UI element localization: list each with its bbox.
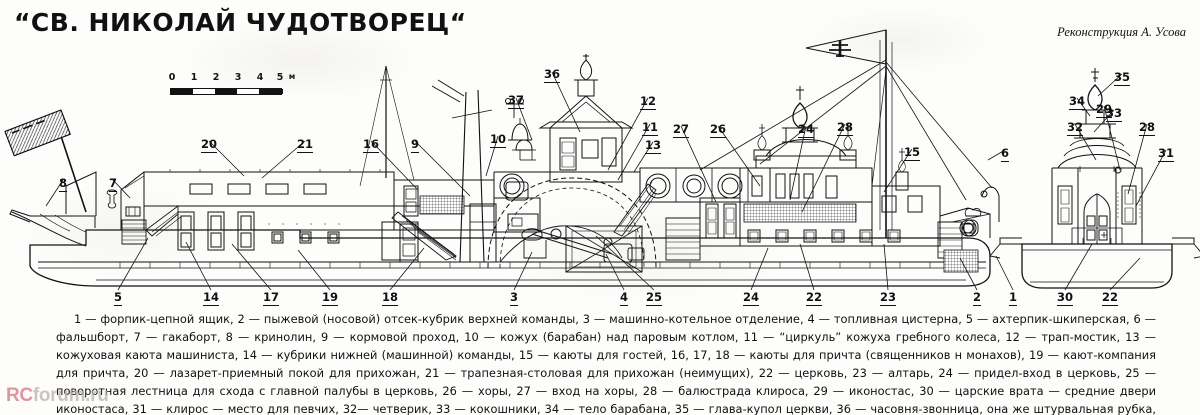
scale-tick-0: 0	[168, 72, 176, 83]
callout-24-upper: 24	[797, 122, 815, 138]
callout-25: 25	[645, 290, 663, 306]
callout-36: 36	[543, 67, 561, 83]
ship-drawing-svg	[4, 29, 1200, 289]
scale-tick-5: 5	[276, 72, 284, 83]
callout-15: 15	[903, 145, 921, 161]
callout-28-section: 28	[1138, 120, 1156, 136]
callout-9: 9	[410, 137, 420, 153]
callout-3: 3	[509, 290, 519, 306]
callout-2: 2	[972, 290, 982, 306]
callout-33: 33	[1105, 106, 1123, 122]
callout-7: 7	[108, 176, 118, 192]
scale-unit-label: м	[288, 72, 296, 81]
callout-31: 31	[1157, 146, 1175, 162]
callout-16: 16	[362, 137, 380, 153]
scale-tick-4: 4	[256, 72, 264, 83]
ship-technical-drawing	[4, 29, 1200, 289]
watermark-rc: RC	[6, 385, 33, 406]
callout-18: 18	[381, 290, 399, 306]
callout-4: 4	[619, 290, 629, 306]
callout-22: 22	[805, 290, 823, 306]
callout-13: 13	[644, 138, 662, 154]
callout-17: 17	[262, 290, 280, 306]
callout-22-section: 22	[1101, 290, 1119, 306]
callout-8: 8	[58, 176, 68, 192]
callout-35: 35	[1113, 70, 1131, 86]
callout-19: 19	[321, 290, 339, 306]
callout-34: 34	[1068, 94, 1086, 110]
callout-32: 32	[1066, 120, 1084, 136]
callout-24: 24	[742, 290, 760, 306]
page-title: “СВ. НИКОЛАЙ ЧУДОТВОРЕЦ“	[14, 8, 467, 37]
callout-21: 21	[296, 137, 314, 153]
callout-1: 1	[1008, 290, 1018, 306]
scale-tick-2: 2	[212, 72, 220, 83]
credit-line: Реконструкция А. Усова	[1057, 25, 1186, 39]
watermark-forum: forum.ru	[32, 385, 109, 406]
callout-12: 12	[639, 94, 657, 110]
site-watermark: RCforum.ru	[6, 385, 109, 407]
scale-bar-ticks: 0 1 2 3 4 5 м	[168, 72, 296, 85]
callout-6: 6	[1000, 146, 1010, 162]
legend-caption: 1 — форпик-цепной ящик, 2 — пыжевой (нос…	[56, 310, 1156, 415]
callout-5: 5	[113, 290, 123, 306]
callout-26: 26	[709, 122, 727, 138]
scale-bar-graphic	[170, 88, 283, 95]
callout-37: 37	[507, 93, 525, 109]
scale-tick-1: 1	[190, 72, 198, 83]
callout-30: 30	[1056, 290, 1074, 306]
callout-23: 23	[879, 290, 897, 306]
scale-tick-3: 3	[234, 72, 242, 83]
callout-20: 20	[200, 137, 218, 153]
callout-10: 10	[489, 132, 507, 148]
callout-11: 11	[641, 120, 659, 136]
legend-text: 1 — форпик-цепной ящик, 2 — пыжевой (нос…	[56, 312, 1156, 415]
callout-27: 27	[672, 122, 690, 138]
callout-28: 28	[836, 120, 854, 136]
callout-14: 14	[202, 290, 220, 306]
scale-bar: 0 1 2 3 4 5 м	[168, 72, 296, 102]
